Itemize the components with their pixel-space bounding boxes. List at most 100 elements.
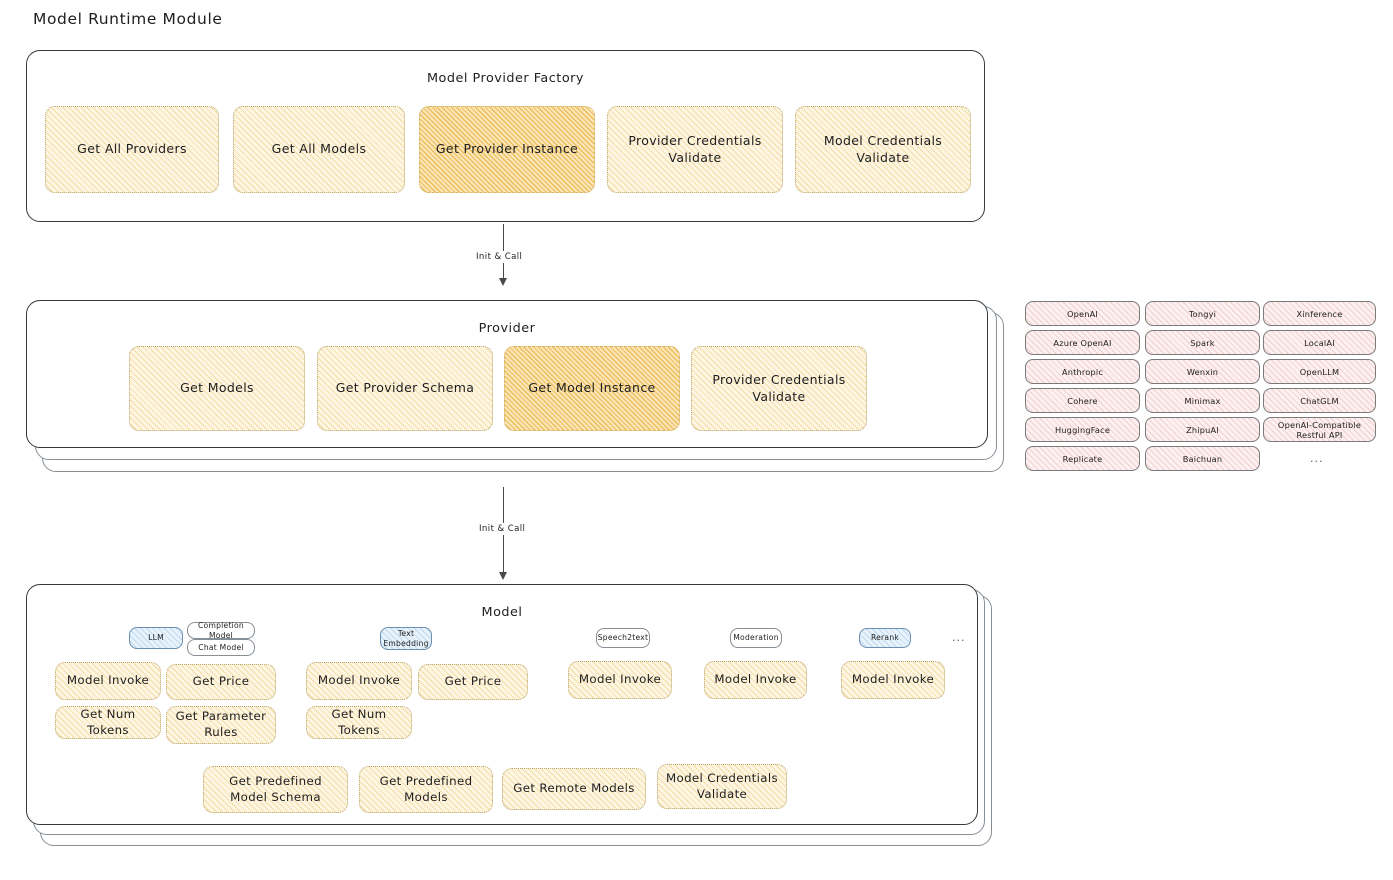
arrow-factory-to-provider-head — [498, 278, 507, 286]
node-label: Get Predefined Model Schema — [229, 773, 322, 804]
model-type-badge-speech2text[interactable]: Speech2text — [596, 628, 650, 648]
llm-node-model-invoke[interactable]: Model Invoke — [55, 662, 161, 700]
text-embedding-node-get-price[interactable]: Get Price — [418, 664, 528, 700]
arrow-provider-to-model-label: Init & Call — [476, 523, 529, 535]
arrow-factory-to-provider-label: Init & Call — [473, 251, 526, 263]
node-label: Get Model Instance — [528, 380, 656, 396]
provider-pill-zhipuai[interactable]: ZhipuAI — [1145, 417, 1260, 442]
chip-label: Text Embedding — [383, 629, 429, 648]
pill-label: Spark — [1190, 337, 1215, 348]
node-label: Get Parameter Rules — [175, 709, 267, 739]
arrow-provider-to-model-head — [498, 572, 507, 580]
model-common-node-get-remote-models[interactable]: Get Remote Models — [502, 768, 646, 810]
provider-node-get-provider-schema[interactable]: Get Provider Schema — [317, 346, 493, 431]
chip-label: Speech2text — [597, 633, 649, 643]
page-title: Model Runtime Module — [33, 10, 223, 28]
node-label: Model Invoke — [851, 672, 935, 687]
llm-node-get-parameter-rules[interactable]: Get Parameter Rules — [166, 706, 276, 744]
pill-label: LocalAI — [1304, 337, 1335, 348]
node-label: Model Invoke — [66, 673, 150, 688]
model-subtype-badge-completion-model[interactable]: Completion Model — [187, 621, 255, 640]
rerank-node-model-invoke[interactable]: Model Invoke — [841, 661, 945, 699]
node-label: Get All Models — [271, 141, 367, 157]
model-type-badge-llm[interactable]: LLM — [129, 627, 183, 649]
node-label: Get Provider Schema — [335, 380, 475, 396]
model-types-more-indicator: ... — [952, 631, 966, 644]
provider-pill-replicate[interactable]: Replicate — [1025, 446, 1140, 471]
node-label: Get Price — [444, 674, 502, 689]
pill-label: HuggingFace — [1054, 424, 1111, 435]
provider-node-get-models[interactable]: Get Models — [129, 346, 305, 431]
speech2text-node-model-invoke[interactable]: Model Invoke — [568, 661, 672, 699]
llm-node-get-num-tokens[interactable]: Get Num Tokens — [55, 706, 161, 739]
provider-pill-spark[interactable]: Spark — [1145, 330, 1260, 355]
text-embedding-node-model-invoke[interactable]: Model Invoke — [306, 662, 412, 700]
model-type-badge-text-embedding[interactable]: Text Embedding — [380, 627, 432, 650]
provider-node-provider-credentials-validate[interactable]: Provider Credentials Validate — [691, 346, 867, 431]
pill-label: Azure OpenAI — [1053, 337, 1112, 348]
llm-node-get-price[interactable]: Get Price — [166, 664, 276, 700]
model-provider-factory-title: Model Provider Factory — [427, 71, 584, 86]
provider-pill-tongyi[interactable]: Tongyi — [1145, 301, 1260, 326]
model-type-badge-moderation[interactable]: Moderation — [730, 628, 782, 648]
node-label: Get Price — [192, 674, 250, 689]
pill-label: Tongyi — [1188, 308, 1217, 319]
provider-node-get-model-instance[interactable]: Get Model Instance — [504, 346, 680, 431]
pill-label: Xinference — [1296, 308, 1343, 319]
model-type-badge-rerank[interactable]: Rerank — [859, 628, 911, 648]
chip-label: Moderation — [733, 633, 779, 643]
model-common-node-get-predefined-models[interactable]: Get Predefined Models — [359, 766, 493, 813]
provider-pill-openai[interactable]: OpenAI — [1025, 301, 1140, 326]
pill-label: Anthropic — [1061, 366, 1104, 377]
model-common-node-model-credentials-validate[interactable]: Model Credentials Validate — [657, 764, 787, 809]
pill-label: OpenAI — [1066, 308, 1099, 319]
provider-pill-localai[interactable]: LocalAI — [1263, 330, 1376, 355]
pill-label: Minimax — [1184, 395, 1221, 406]
provider-pill-baichuan[interactable]: Baichuan — [1145, 446, 1260, 471]
node-label: Model Credentials Validate — [666, 770, 778, 801]
provider-pill-huggingface[interactable]: HuggingFace — [1025, 417, 1140, 442]
provider-pill-azure-openai[interactable]: Azure OpenAI — [1025, 330, 1140, 355]
factory-node-model-credentials-validate[interactable]: Model Credentials Validate — [795, 106, 971, 193]
chip-label: LLM — [148, 633, 164, 643]
provider-pill-chatglm[interactable]: ChatGLM — [1263, 388, 1376, 413]
provider-list-more-indicator: ... — [1310, 452, 1324, 465]
pill-label: Baichuan — [1182, 453, 1223, 464]
node-label: Model Credentials Validate — [823, 132, 943, 165]
factory-node-get-provider-instance[interactable]: Get Provider Instance — [419, 106, 595, 193]
node-label: Get Num Tokens — [331, 706, 387, 737]
node-label: Get Remote Models — [513, 781, 635, 796]
factory-node-get-all-providers[interactable]: Get All Providers — [45, 106, 219, 193]
factory-node-provider-credentials-validate[interactable]: Provider Credentials Validate — [607, 106, 783, 193]
provider-pill-openai-compatible-restful-api[interactable]: OpenAI-Compatible Restful API — [1263, 417, 1376, 442]
chip-label: Completion Model — [198, 621, 244, 640]
node-label: Get Provider Instance — [435, 141, 579, 157]
provider-pill-xinference[interactable]: Xinference — [1263, 301, 1376, 326]
pill-label: OpenAI-Compatible Restful API — [1277, 419, 1362, 440]
pill-label: OpenLLM — [1299, 366, 1340, 377]
pill-label: ChatGLM — [1300, 395, 1339, 406]
pill-label: ZhipuAI — [1186, 424, 1219, 435]
provider-pill-minimax[interactable]: Minimax — [1145, 388, 1260, 413]
node-label: Model Invoke — [578, 672, 662, 687]
provider-pill-cohere[interactable]: Cohere — [1025, 388, 1140, 413]
moderation-node-model-invoke[interactable]: Model Invoke — [704, 661, 807, 699]
node-label: Model Invoke — [317, 673, 401, 688]
provider-pill-anthropic[interactable]: Anthropic — [1025, 359, 1140, 384]
chip-label: Chat Model — [198, 642, 244, 652]
node-label: Get All Providers — [77, 141, 187, 157]
provider-pill-openllm[interactable]: OpenLLM — [1263, 359, 1376, 384]
pill-label: Wenxin — [1186, 366, 1219, 377]
text-embedding-node-get-num-tokens[interactable]: Get Num Tokens — [306, 706, 412, 739]
provider-pill-wenxin[interactable]: Wenxin — [1145, 359, 1260, 384]
model-subtype-badge-chat-model[interactable]: Chat Model — [187, 639, 255, 656]
pill-label: Cohere — [1067, 395, 1098, 406]
node-label: Get Predefined Models — [379, 773, 473, 804]
model-common-node-get-predefined-model-schema[interactable]: Get Predefined Model Schema — [203, 766, 348, 813]
node-label: Model Invoke — [714, 672, 797, 687]
node-label: Get Models — [180, 380, 254, 396]
factory-node-get-all-models[interactable]: Get All Models — [233, 106, 405, 193]
node-label: Get Num Tokens — [80, 706, 136, 737]
provider-title: Provider — [478, 321, 536, 336]
